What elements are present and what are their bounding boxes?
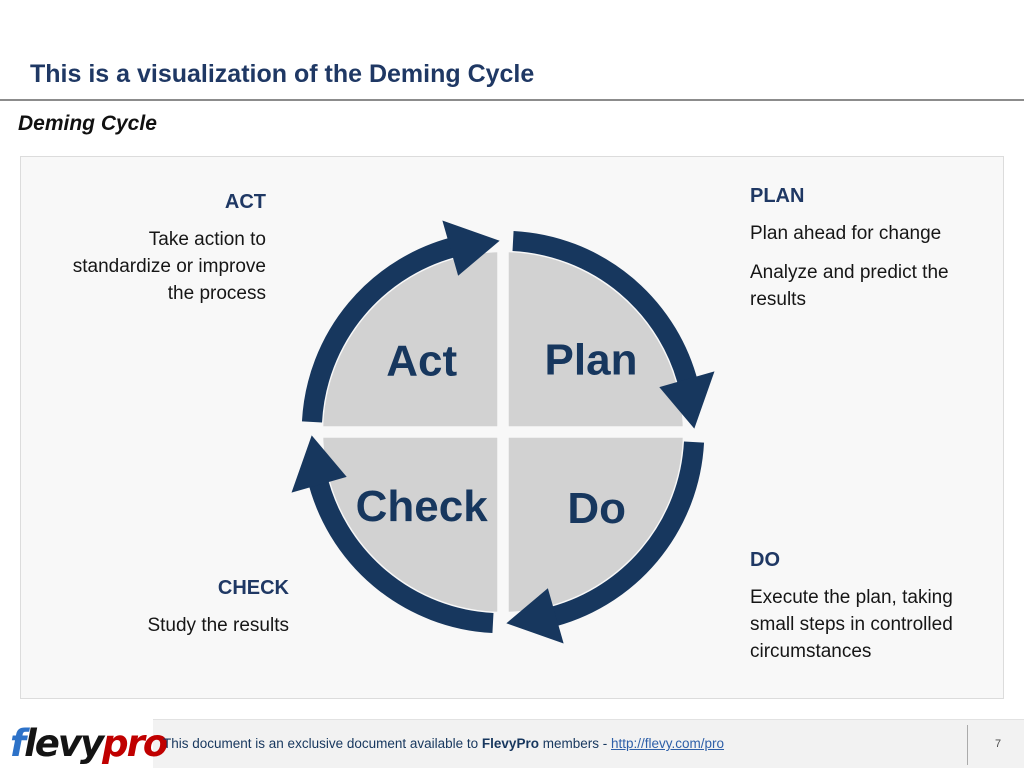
callout-plan: PLAN Plan ahead for change Analyze and p… [750, 184, 990, 313]
footer-divider [967, 725, 968, 765]
callout-plan-text: Analyze and predict the results [750, 262, 949, 310]
flevypro-logo: flevypro [0, 719, 168, 768]
callout-check: CHECK Study the results [43, 576, 289, 639]
plan-arc [512, 230, 700, 392]
callout-check-text: Study the results [147, 615, 289, 636]
callout-act: ACT Take action to standardize or improv… [20, 190, 266, 307]
callout-check-header: CHECK [217, 577, 289, 599]
page-title: This is a visualization of the Deming Cy… [30, 60, 535, 88]
callout-do-text: Execute the plan, taking small steps in … [750, 587, 953, 662]
quadrant-label-check: Check [356, 482, 489, 531]
footer [0, 719, 1024, 768]
act-arrowhead-icon [442, 220, 500, 276]
callout-do-header: DO [750, 549, 780, 571]
quadrant-label-act: Act [386, 337, 457, 386]
callout-act-header: ACT [224, 191, 266, 213]
callout-act-line: Take action to [148, 229, 266, 250]
footer-notice-prefix: This document is an exclusive document a… [163, 736, 482, 751]
callout-plan-text: Plan ahead for change [750, 223, 942, 244]
callout-act-line: standardize or improve [72, 256, 266, 277]
deming-cycle-diagram: Act Plan Check Do [283, 212, 723, 652]
callout-plan-header: PLAN [750, 185, 805, 207]
logo-part-levy: levy [24, 722, 104, 765]
act-arc [301, 235, 463, 423]
footer-notice-middle: members - [538, 736, 611, 751]
logo-part-f: f [10, 722, 26, 765]
horizontal-gap [283, 426, 723, 438]
flevy-pro-link[interactable]: http://flevy.com/pro [610, 736, 725, 751]
page-number: 7 [994, 737, 1002, 750]
do-arrowhead-icon [506, 588, 564, 644]
title-divider [0, 99, 1024, 101]
check-arrowhead-icon [291, 435, 347, 493]
plan-arrowhead-icon [659, 371, 715, 429]
slide-subtitle: Deming Cycle [18, 112, 157, 135]
callout-do: DO Execute the plan, taking small steps … [750, 548, 998, 665]
flevypro-logo-text: flevypro [10, 722, 168, 765]
do-arc [543, 441, 705, 629]
quadrant-label-plan: Plan [545, 336, 638, 385]
footer-notice: This document is an exclusive document a… [163, 719, 724, 768]
logo-part-pro: pro [102, 722, 168, 765]
callout-act-line: the process [167, 283, 266, 304]
quadrant-label-do: Do [567, 484, 626, 533]
check-arc [306, 472, 494, 634]
footer-brand: FlevyPro [481, 736, 539, 751]
